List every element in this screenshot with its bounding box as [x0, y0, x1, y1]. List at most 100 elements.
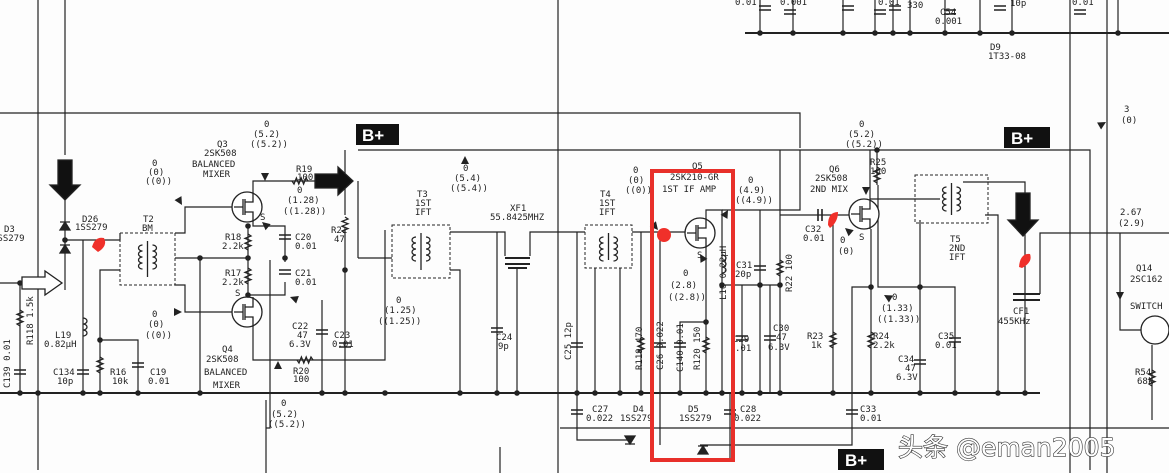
resistor: [866, 331, 876, 349]
c19-label: C19: [150, 368, 166, 378]
capacitor: [571, 409, 583, 415]
q14-v0: 2.67: [1120, 208, 1142, 218]
d26-label: D26: [82, 215, 98, 225]
t2-label: T2: [143, 215, 154, 225]
voltage-pointer-arrow: [290, 295, 299, 304]
c34-label: C34: [898, 355, 914, 365]
c20-value: 0.01: [295, 242, 317, 252]
transformer-shield: [914, 174, 989, 224]
c29-label: C29: [733, 335, 749, 345]
c23-value: 0.01: [332, 340, 354, 350]
wire: [705, 209, 723, 393]
voltage-pointer-arrow: [1116, 292, 1124, 300]
junction-dot: [830, 390, 836, 396]
coil: [137, 244, 143, 270]
q4-drain-v2: ((5.2)): [268, 420, 306, 430]
junction-dot: [790, 30, 796, 36]
resistor: [828, 331, 838, 349]
capacitor: [316, 329, 328, 335]
junction-dot: [319, 390, 325, 396]
wire: [722, 150, 801, 211]
t3-line3: IFT: [415, 208, 432, 218]
crystal-filter: [505, 257, 530, 269]
signal-flow-arrow: [1006, 192, 1040, 237]
bplus-label-bottom: B+: [838, 449, 884, 470]
c33-label: C33: [860, 405, 876, 415]
c30-label: C30: [773, 324, 789, 334]
t5-label: T5: [950, 235, 961, 245]
bplus-bottom-text: B+: [845, 451, 867, 470]
c22-label: C22: [292, 322, 308, 332]
capacitor: [654, 342, 666, 348]
r54-label: R54: [1135, 368, 1151, 378]
c22-voltage: 6.3V: [289, 340, 311, 350]
junction-dot: [135, 390, 141, 396]
t4-line3: IFT: [599, 208, 616, 218]
wire: [252, 222, 286, 262]
q5-source-v0: 0: [683, 269, 688, 279]
junction-dot: [574, 390, 580, 396]
resistor: [340, 216, 350, 234]
voltage-pointer-arrow: [274, 361, 282, 369]
q3-role-1: BALANCED: [192, 160, 235, 170]
wire: [877, 185, 956, 393]
q4-source-pin: S: [235, 289, 240, 299]
q3-drain-v2: ((5.2)): [250, 140, 288, 150]
capacitor: [759, 5, 771, 11]
r24-label: R24: [873, 332, 889, 342]
c27-value: 0.022: [586, 414, 613, 424]
q6-label: Q6: [829, 165, 840, 175]
r118-label: R118 1.5k: [26, 296, 36, 345]
r21-value: 47: [334, 235, 345, 245]
q3-drain-v0: 0: [264, 120, 269, 130]
q5-drain-v2: ((4.9)): [735, 196, 773, 206]
diode: [696, 444, 710, 455]
voltage-pointer-arrow: [174, 308, 182, 316]
diode: [58, 243, 72, 254]
t3-label: T3: [417, 190, 428, 200]
c32-label: C32: [805, 225, 821, 235]
d5-value: 1SS279: [679, 414, 712, 424]
q4-role-1: BALANCED: [204, 368, 247, 378]
wire: [963, 181, 1026, 393]
junction-dot: [719, 282, 725, 288]
t5-line2: 2ND: [949, 244, 965, 254]
capacitor: [736, 335, 748, 341]
voltage-pointer-arrow: [261, 173, 269, 181]
coil: [956, 186, 962, 212]
c35-label: C35: [938, 332, 954, 342]
voltage-pointer-arrow: [461, 156, 469, 164]
c33-value: 0.01: [860, 414, 882, 424]
junction-dot: [97, 390, 103, 396]
bplus-v0: 0: [463, 164, 468, 174]
wire: [99, 269, 120, 283]
junction-dot: [97, 337, 103, 343]
marker-blob-cf1: [1019, 253, 1031, 268]
marker-blob-c32: [828, 212, 838, 228]
q5-drain-v0: 0: [748, 176, 753, 186]
q3-source-v0: 0: [297, 186, 302, 196]
q3-gate-v0: 0: [152, 159, 157, 169]
capacitor: [491, 327, 503, 333]
bplus-label-right: B+: [1004, 127, 1050, 148]
labels: 0.01 0.001 0.01 330 C54 0.001 10p 0.01 D…: [0, 0, 1163, 430]
q14-part: 2SC162: [1130, 275, 1163, 285]
junction-dot: [638, 390, 644, 396]
q14-role: SWITCH: [1130, 302, 1163, 312]
junction-dot: [917, 284, 923, 290]
junction-dot: [872, 30, 878, 36]
c54-label: C54: [940, 8, 956, 18]
resistor: [95, 356, 105, 374]
junction-dot: [739, 390, 745, 396]
d5-label: D5: [688, 405, 699, 415]
coil: [598, 236, 604, 262]
signal-flow-arrow-hollow: [21, 269, 64, 297]
coil: [82, 317, 88, 337]
c27-label: C27: [592, 405, 608, 415]
resistor: [636, 336, 646, 354]
junction-dot: [197, 255, 203, 261]
bplus-v1: (5.4): [454, 174, 481, 184]
q3-gate-v2: ((0)): [145, 177, 172, 187]
l19-label: L19: [55, 331, 71, 341]
